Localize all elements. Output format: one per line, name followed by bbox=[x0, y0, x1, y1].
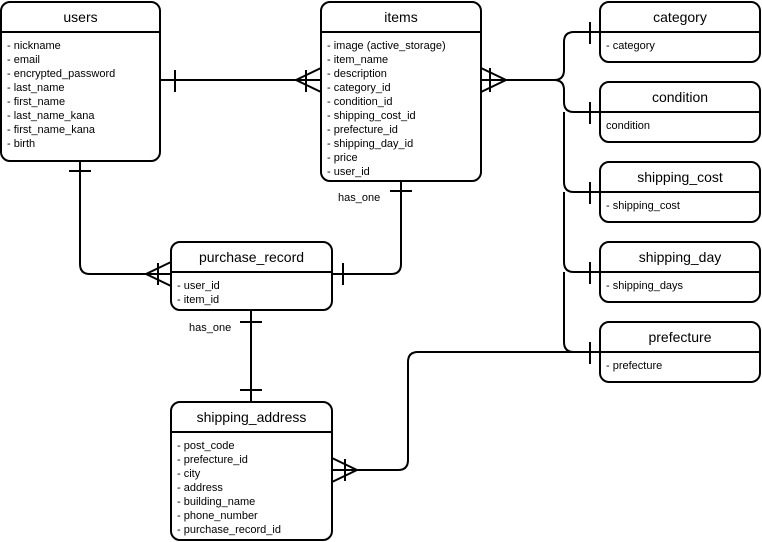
entity-field: - last_name_kana bbox=[7, 110, 95, 122]
entity-field: - item_id bbox=[177, 294, 219, 306]
entity-field: - category_id bbox=[327, 82, 391, 94]
entity-prefecture[interactable]: prefecture - prefecture bbox=[599, 321, 761, 383]
entity-field: - email bbox=[7, 54, 40, 66]
entity-category[interactable]: category - category bbox=[599, 1, 761, 63]
relationship-lines bbox=[69, 22, 600, 483]
rel-purchase-shipping bbox=[240, 310, 262, 401]
rel-prefecture-shipping bbox=[331, 351, 600, 483]
entity-field: - user_id bbox=[327, 166, 370, 178]
rel-items-lookups bbox=[480, 22, 600, 364]
entity-field: - price bbox=[327, 152, 358, 164]
entity-title: shipping_day bbox=[639, 249, 722, 265]
entity-field: - category bbox=[606, 40, 655, 52]
entity-purchase-record[interactable]: purchase_record - user_id - item_id bbox=[170, 241, 333, 311]
entity-title: condition bbox=[652, 89, 708, 105]
entity-field: - birth bbox=[7, 138, 35, 150]
entity-condition[interactable]: condition condition bbox=[599, 81, 761, 143]
entity-field: - shipping_cost bbox=[606, 200, 680, 212]
entity-field: - prefecture_id bbox=[177, 454, 248, 466]
rel-items-purchase bbox=[332, 181, 412, 285]
entity-title: shipping_cost bbox=[637, 169, 723, 185]
entity-title: category bbox=[653, 9, 707, 25]
entity-field: - condition_id bbox=[327, 96, 392, 108]
rel-users-items bbox=[160, 67, 322, 93]
entity-shipping-cost[interactable]: shipping_cost - shipping_cost bbox=[599, 161, 761, 223]
entity-title: items bbox=[384, 9, 417, 25]
entity-items[interactable]: items - image (active_storage) - item_na… bbox=[320, 1, 482, 182]
entity-field: - item_name bbox=[327, 54, 388, 66]
entity-field: - first_name bbox=[7, 96, 65, 108]
entity-field: - image (active_storage) bbox=[327, 40, 446, 52]
entity-field: - user_id bbox=[177, 280, 220, 292]
entity-shipping-day[interactable]: shipping_day - shipping_days bbox=[599, 241, 761, 303]
entity-field: - post_code bbox=[177, 440, 234, 452]
entity-shipping-address[interactable]: shipping_address - post_code - prefectur… bbox=[170, 401, 333, 541]
entity-field: - shipping_days bbox=[606, 280, 684, 292]
entity-field: - building_name bbox=[177, 496, 255, 508]
entity-field: - nickname bbox=[7, 40, 61, 52]
entity-users[interactable]: users - nickname - email - encrypted_pas… bbox=[0, 1, 161, 162]
entity-field: - address bbox=[177, 482, 223, 494]
entity-field: - prefecture_id bbox=[327, 124, 398, 136]
rel-label-items-purchase: has_one bbox=[338, 192, 380, 204]
entity-field: - encrypted_password bbox=[7, 68, 115, 80]
entity-title: purchase_record bbox=[199, 249, 304, 265]
entity-field: condition bbox=[606, 120, 650, 132]
entity-field: - purchase_record_id bbox=[177, 524, 281, 536]
rel-label-purchase-shipping: has_one bbox=[189, 322, 231, 334]
entity-field: - shipping_cost_id bbox=[327, 110, 416, 122]
entity-field: - first_name_kana bbox=[7, 124, 96, 136]
entity-title: users bbox=[63, 9, 97, 25]
entity-field: - description bbox=[327, 68, 387, 80]
entity-field: - shipping_day_id bbox=[327, 138, 413, 150]
entity-field: - prefecture bbox=[606, 360, 662, 372]
entity-field: - last_name bbox=[7, 82, 64, 94]
entity-title: prefecture bbox=[648, 329, 711, 345]
entity-title: shipping_address bbox=[197, 409, 307, 425]
entity-field: - phone_number bbox=[177, 510, 258, 522]
entity-field: - city bbox=[177, 468, 201, 480]
rel-users-purchase bbox=[69, 161, 172, 287]
